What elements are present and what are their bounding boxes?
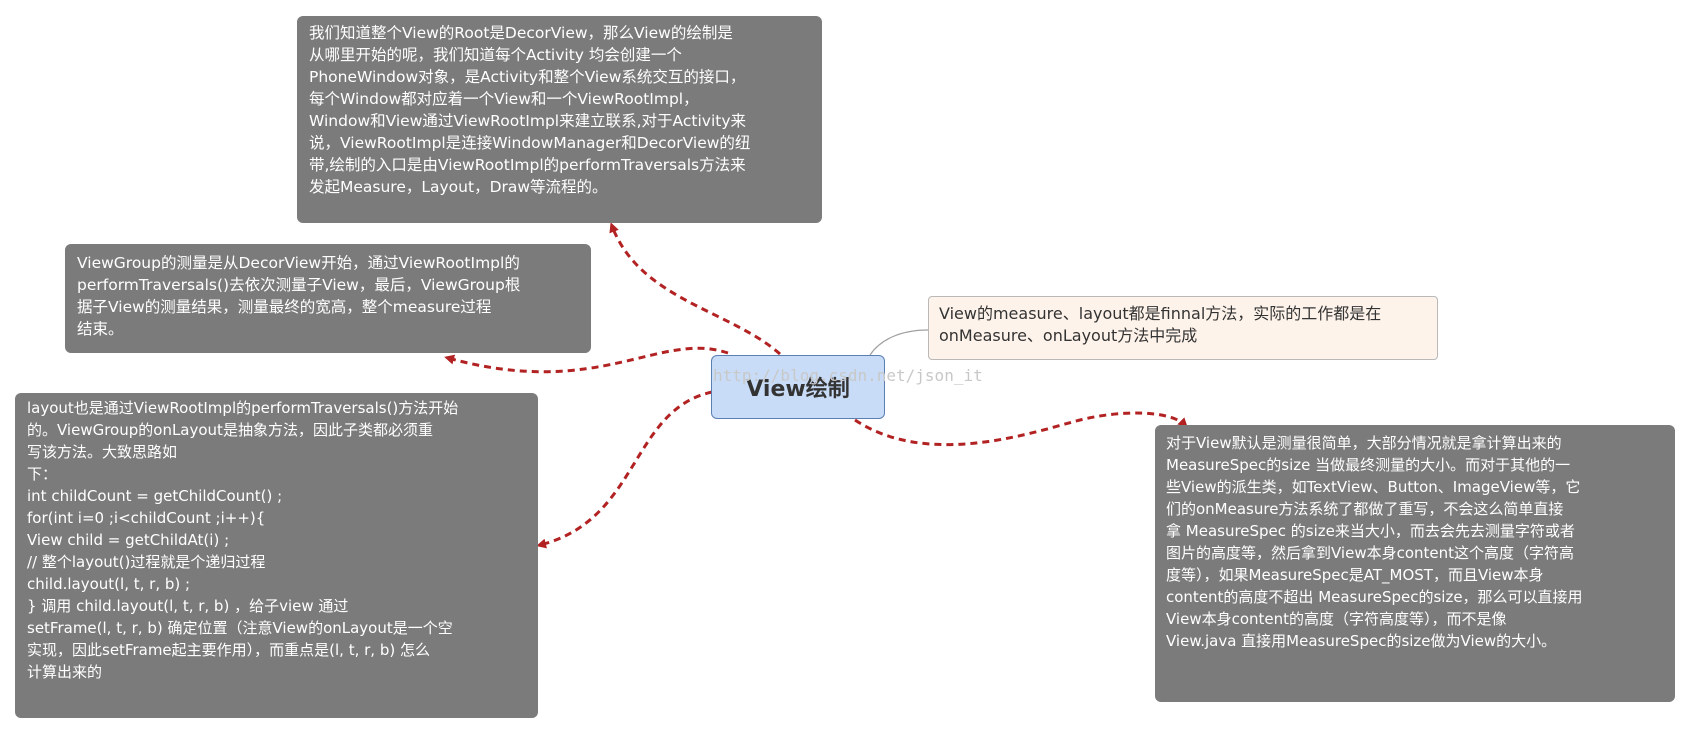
node-root-decorview: 我们知道整个View的Root是DecorView，那么View的绘制是 从哪里… xyxy=(297,16,822,223)
watermark: http://blog.csdn.net/json_it xyxy=(713,366,983,385)
connector-to-measure xyxy=(444,346,729,374)
connector-to-right xyxy=(854,411,1188,447)
connector-to-layout xyxy=(536,390,713,549)
center-title: View绘制 xyxy=(746,377,850,402)
node-measure: ViewGroup的测量是从DecorView开始，通过ViewRootImpl… xyxy=(65,244,591,353)
center-node: View绘制 xyxy=(711,355,885,419)
node-onmeasure: 对于View默认是测量很简单，大部分情况就是拿计算出来的 MeasureSpec… xyxy=(1155,425,1675,702)
connector-to-top xyxy=(609,222,781,356)
node-layout: layout也是通过ViewRootImpl的performTraversals… xyxy=(15,393,538,718)
node-final-methods: View的measure、layout都是finnal方法，实际的工作都是在 o… xyxy=(928,296,1438,360)
connector-to-note xyxy=(869,329,929,356)
